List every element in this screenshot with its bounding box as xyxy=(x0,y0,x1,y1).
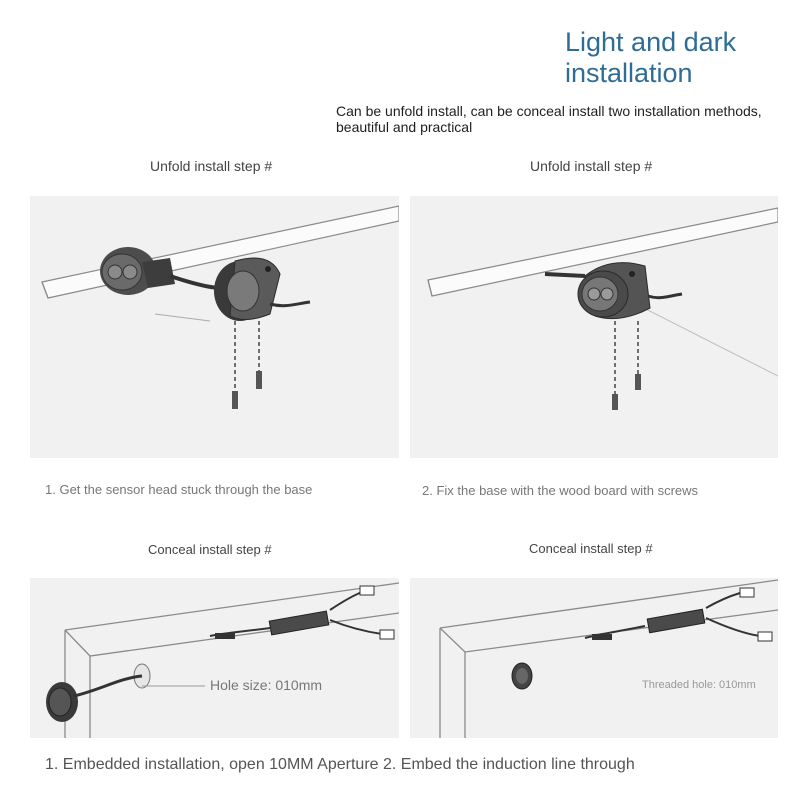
conceal-step-heading-left: Conceal install step # xyxy=(148,542,272,557)
embedded-sensor-icon xyxy=(511,662,533,690)
title-line-1: Light and dark xyxy=(565,27,737,57)
unfold-step-heading-right: Unfold install step # xyxy=(530,158,653,174)
title-line-2: installation xyxy=(565,58,693,88)
unfold-step-1-caption: 1. Get the sensor head stuck through the… xyxy=(45,482,313,497)
unfold-step-heading-left: Unfold install step # xyxy=(150,158,273,174)
conceal-step-heading-right: Conceal install step # xyxy=(529,541,653,556)
conceal-step-1-illustration: Hole size: 010mm xyxy=(30,578,399,738)
hole-size-label: Hole size: 010mm xyxy=(210,677,323,693)
unfold-step-2-caption: 2. Fix the base with the wood board with… xyxy=(422,483,699,498)
threaded-hole-label: Threaded hole: 010mm xyxy=(642,679,756,691)
sensor-head-icon xyxy=(46,674,143,722)
screw-icon xyxy=(232,371,262,409)
unfold-step-1-illustration xyxy=(30,196,399,458)
sensor-head-icon xyxy=(100,247,175,295)
mounted-sensor-icon xyxy=(544,262,683,320)
conceal-step-2-illustration: Threaded hole: 010mm xyxy=(410,578,778,738)
driver-box-icon xyxy=(209,585,395,640)
sensor-base-icon xyxy=(214,257,281,321)
unfold-step-2-illustration xyxy=(410,196,778,458)
page-subtitle: Can be unfold install, can be conceal in… xyxy=(336,103,762,135)
conceal-caption: 1. Embedded installation, open 10MM Aper… xyxy=(45,756,635,773)
driver-box-icon xyxy=(584,587,773,642)
page-title: Light and dark installation xyxy=(565,27,795,89)
